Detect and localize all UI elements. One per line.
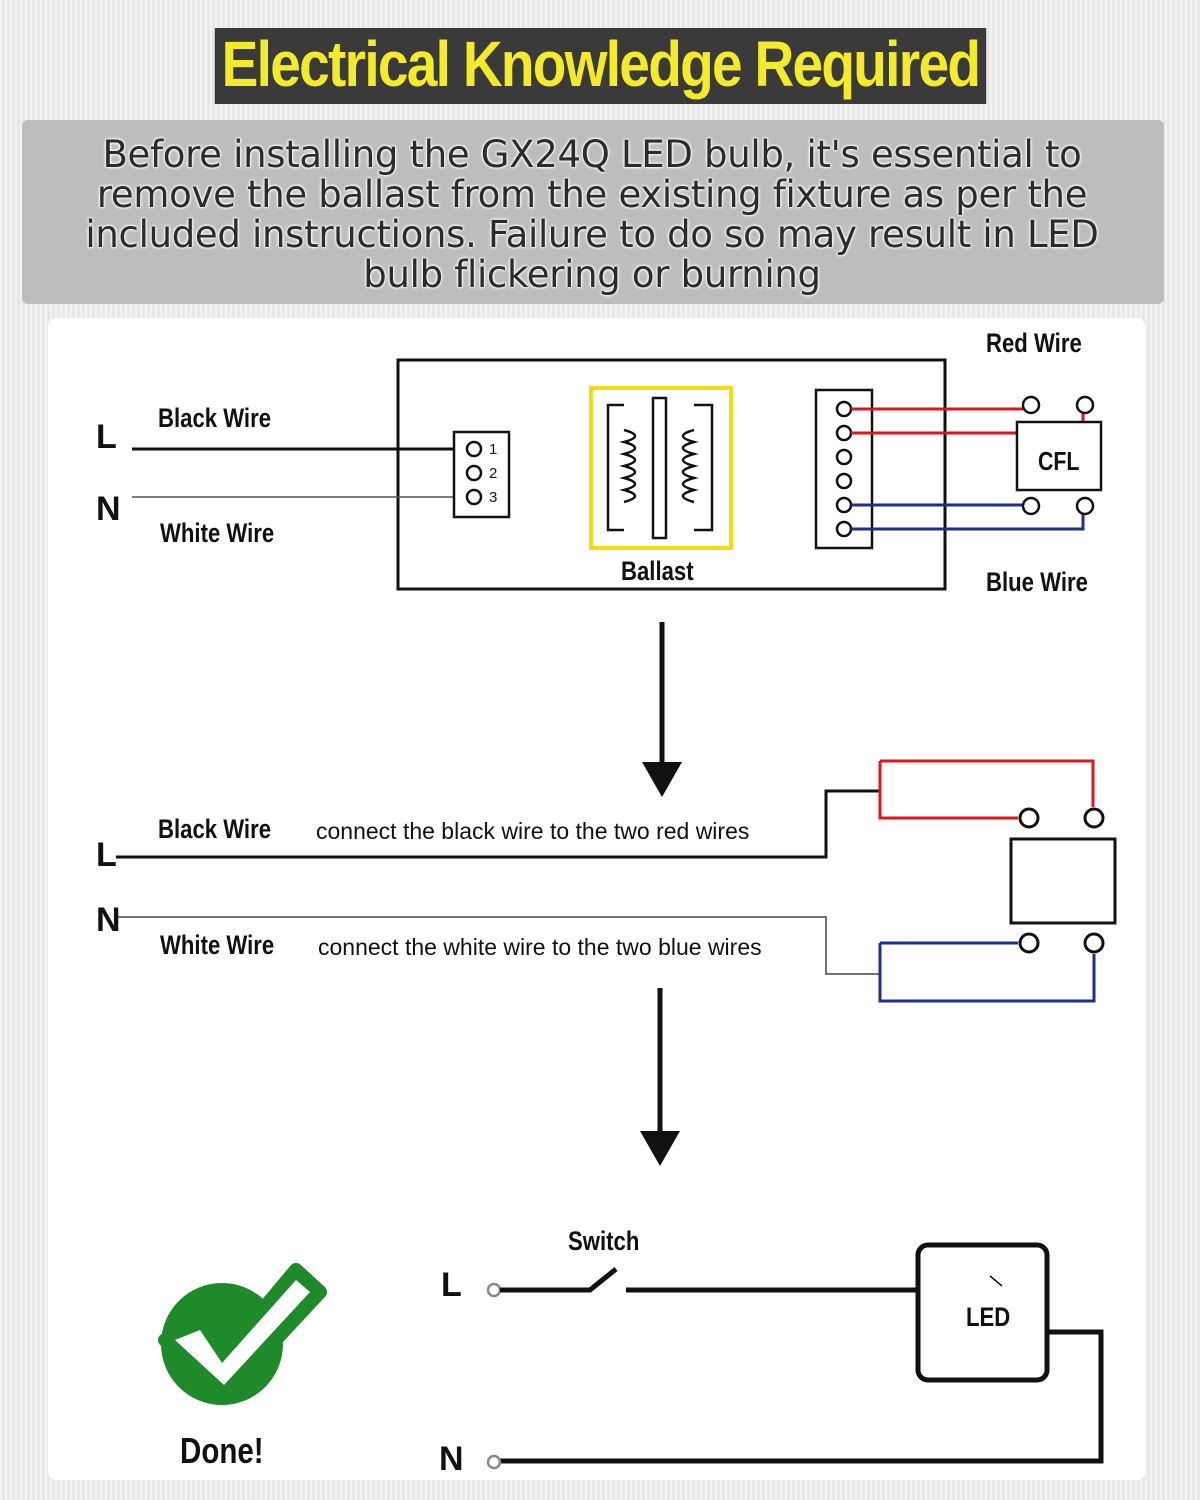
check-icon: [158, 1263, 327, 1405]
led-mark: [989, 1275, 1003, 1287]
cfl-label: CFL: [1038, 446, 1080, 476]
white-wire-label-2: White Wire: [160, 930, 275, 960]
red-wire-loop: [878, 759, 1095, 820]
step1-diagram: [132, 358, 1103, 797]
line-n-label: N: [96, 490, 121, 528]
terminal-n-circle: [486, 1454, 502, 1470]
terminal-block: [452, 430, 511, 519]
red-wire-label: Red Wire: [986, 328, 1082, 358]
line-l-label-3: L: [441, 1266, 462, 1304]
title-bar: Electrical Knowledge Required: [0, 28, 1200, 104]
blue-wire-label: Blue Wire: [986, 567, 1088, 597]
intro-box: [22, 120, 1164, 304]
white-wire-label: White Wire: [160, 518, 275, 548]
white-wire-line-2: [116, 916, 880, 975]
neutral-return-wire: [500, 1329, 1104, 1464]
output-terminal-strip: [814, 388, 874, 550]
step2-diagram: [116, 759, 1117, 1166]
line-l-label-2: L: [96, 836, 117, 874]
page-title: Electrical Knowledge Required: [214, 28, 986, 104]
blue-wire-loop: [878, 941, 1096, 1003]
ballast-label: Ballast: [621, 556, 694, 586]
led-label: LED: [966, 1302, 1011, 1332]
cfl-lamp: [1015, 395, 1103, 516]
white-wire-note: connect the white wire to the two blue w…: [318, 934, 762, 960]
terminal-1-label: 1: [489, 441, 498, 458]
black-wire-note: connect the black wire to the two red wi…: [316, 818, 750, 844]
blue-wires: [851, 503, 1085, 531]
led-box: [915, 1242, 1050, 1383]
line-l-label: L: [96, 418, 117, 456]
line-n-label-3: N: [439, 1440, 464, 1478]
terminal-l-circle: [486, 1282, 502, 1298]
line-n-label-2: N: [96, 901, 121, 939]
step3-diagram: [158, 1242, 1104, 1470]
intro-text: Before installing the GX24Q LED bulb, it…: [85, 133, 1099, 296]
switch-label: Switch: [568, 1226, 640, 1256]
black-wire-label-2: Black Wire: [158, 814, 272, 844]
done-label: Done!: [180, 1430, 264, 1471]
arrow-down-icon: [642, 622, 682, 797]
switch-contact: [500, 1267, 618, 1293]
arrow-down-icon: [640, 988, 680, 1166]
black-wire-label: Black Wire: [158, 403, 272, 433]
terminal-2-label: 2: [489, 465, 498, 482]
terminal-3-label: 3: [489, 489, 498, 506]
cfl-lamp-2: [1009, 807, 1117, 954]
fixture-box: [396, 358, 947, 591]
black-wire-line-2: [116, 789, 880, 859]
ballast-transformer: [589, 386, 733, 550]
